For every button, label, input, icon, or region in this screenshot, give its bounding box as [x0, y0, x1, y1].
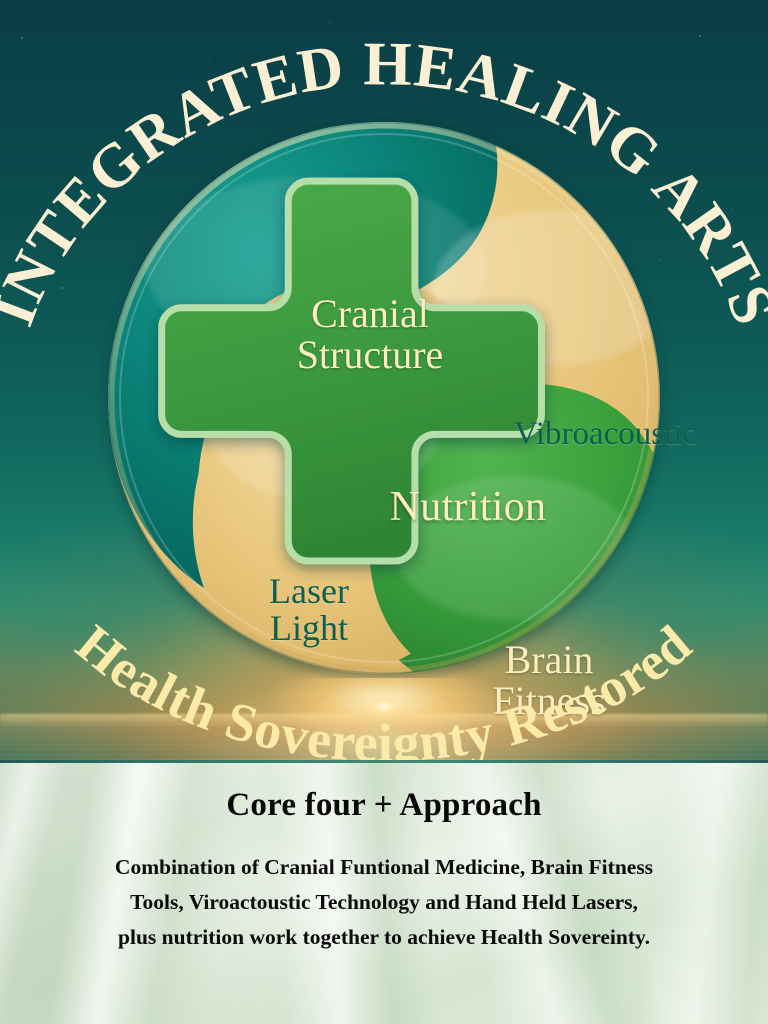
- panel-body: Combination of Cranial Funtional Medicin…: [52, 850, 716, 954]
- panel-body-line-2: Tools, Viroactoustic Technology and Hand…: [130, 889, 638, 914]
- panel-title: Core four + Approach: [226, 787, 542, 823]
- panel-divider: [0, 760, 768, 763]
- nutrition-cross-shape: [158, 177, 545, 565]
- description-panel: Core four + Approach Combination of Cran…: [0, 760, 768, 1024]
- panel-body-line-1: Combination of Cranial Funtional Medicin…: [114, 855, 654, 879]
- poster-hero-scene: Cranial Structure Vibroacoustic Laser Li…: [0, 0, 768, 760]
- sun-disc: [371, 698, 397, 714]
- panel-body-line-3: plus nutrition work together to achieve …: [118, 924, 650, 949]
- water-reflection: [0, 714, 768, 760]
- healing-mandala: Cranial Structure Vibroacoustic Laser Li…: [84, 118, 697, 721]
